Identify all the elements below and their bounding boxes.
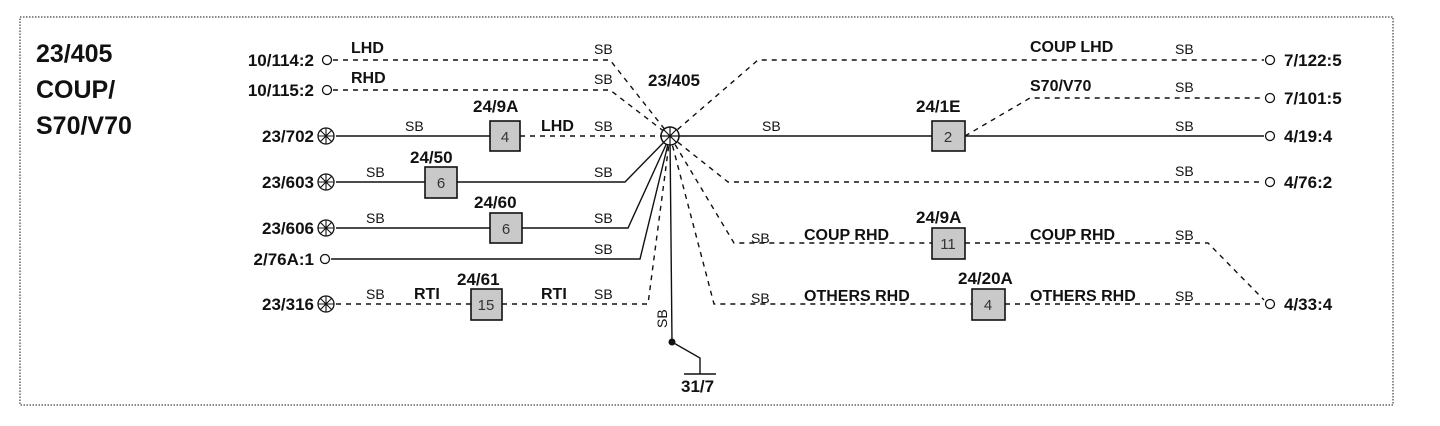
- fuse-number: 6: [502, 221, 510, 238]
- connector-23-316-label: 23/316: [262, 295, 314, 314]
- wire-note-rhd: RHD: [351, 70, 386, 87]
- connector-10-114-2-label: 10/114:2: [248, 51, 314, 70]
- fuse-label: 24/20A: [958, 269, 1013, 288]
- wire-note-rti: RTI: [414, 286, 440, 303]
- pin-icon: [1264, 130, 1276, 142]
- connector-2-76a-1-label: 2/76A:1: [254, 250, 314, 269]
- connector-4-76-2-label: 4/76:2: [1284, 173, 1332, 192]
- fuse-box: [424, 166, 458, 199]
- wire-color-label: SB: [1175, 288, 1194, 304]
- wire-note-coup-rhd: COUP RHD: [804, 227, 889, 244]
- fuse-box: [931, 227, 966, 260]
- wire-10-115: [333, 89, 671, 137]
- wire-7-101: [964, 97, 1264, 137]
- wire-note-others-rhd: OTHERS RHD: [1030, 288, 1136, 305]
- wire-note-coup-rhd: COUP RHD: [1030, 227, 1115, 244]
- splice-23-405-icon: [660, 126, 680, 146]
- fuse-label: 24/50: [410, 148, 453, 167]
- fuse-box: [489, 120, 521, 152]
- connector-7-101-5-label: 7/101:5: [1284, 89, 1342, 108]
- title-line-1: 23/405: [36, 40, 113, 68]
- wire-23-603: [336, 135, 671, 183]
- wire-color-label: SB: [594, 210, 613, 226]
- wire-23-316: [336, 135, 671, 305]
- fuse-number: 15: [478, 297, 495, 314]
- fuse-number: 6: [437, 175, 445, 192]
- pin-icon: [1264, 54, 1276, 66]
- wire-color-label: SB: [366, 210, 385, 226]
- wire-color-label: SB: [762, 118, 781, 134]
- splice-icon: [317, 173, 335, 191]
- wire-color-label: SB: [594, 71, 613, 87]
- fuse-number: 4: [501, 129, 509, 146]
- wire-color-label: SB: [1175, 118, 1194, 134]
- pin-icon: [319, 253, 331, 265]
- wire-color-label: SB: [751, 230, 770, 246]
- wire-color-label: SB: [366, 286, 385, 302]
- splice-icon: [317, 295, 335, 313]
- fuse-label: 24/61: [457, 270, 500, 289]
- connector-4-33-4-label: 4/33:4: [1284, 295, 1333, 314]
- wire-coup-rhd: [669, 135, 1265, 301]
- wire-color-label: SB: [405, 118, 424, 134]
- wire-color-label: SB: [594, 118, 613, 134]
- connector-23-606-label: 23/606: [262, 219, 314, 238]
- fuse-box: [489, 212, 523, 244]
- wire-color-label: SB: [1175, 227, 1194, 243]
- title-line-2: COUP/: [36, 76, 116, 104]
- fuse-label: 24/9A: [916, 208, 961, 227]
- splice-icon: [317, 219, 335, 237]
- wire-color-label: SB: [1175, 79, 1194, 95]
- fuse-label: 24/1E: [916, 97, 960, 116]
- fuse-box: [931, 120, 966, 152]
- wire-4-76: [669, 135, 1264, 183]
- wire-note-others-rhd: OTHERS RHD: [804, 288, 910, 305]
- wire-color-label: SB: [1175, 163, 1194, 179]
- wire-color-label: SB: [1175, 41, 1194, 57]
- diagram-title: 23/405 COUP/ S70/V70: [36, 36, 132, 144]
- wire-note-s70-v70: S70/V70: [1030, 78, 1091, 95]
- fuse-label: 24/60: [474, 193, 517, 212]
- connector-23-603-label: 23/603: [262, 173, 314, 192]
- wire-note-lhd: LHD: [541, 118, 574, 135]
- wire-23-606: [336, 135, 671, 229]
- connector-4-19-4-label: 4/19:4: [1284, 127, 1333, 146]
- diagram-frame: [19, 16, 1394, 406]
- wire-others-rhd: [669, 135, 1264, 305]
- pin-icon: [321, 54, 333, 66]
- title-line-3: S70/V70: [36, 112, 132, 140]
- fuse-label: 24/9A: [473, 97, 518, 116]
- hub-label: 23/405: [648, 71, 700, 90]
- fuse-number: 4: [984, 297, 992, 314]
- connector-23-702-label: 23/702: [262, 127, 314, 146]
- wire-note-lhd: LHD: [351, 40, 384, 57]
- ground-label: 31/7: [681, 377, 714, 396]
- wire-color-label: SB: [594, 241, 613, 257]
- ground-wire-label: SB: [654, 309, 670, 328]
- wire-color-label: SB: [751, 290, 770, 306]
- fuse-box: [971, 288, 1006, 321]
- pin-icon: [1264, 176, 1276, 188]
- wire-note-rti: RTI: [541, 286, 567, 303]
- wire-color-label: SB: [594, 41, 613, 57]
- wire-ground: [669, 135, 701, 374]
- wire-2-76a: [331, 135, 671, 260]
- connector-10-115-2-label: 10/115:2: [248, 81, 314, 100]
- wire-10-114: [333, 59, 671, 137]
- wire-color-label: SB: [366, 164, 385, 180]
- splice-icon: [317, 127, 335, 145]
- connector-7-122-5-label: 7/122:5: [1284, 51, 1342, 70]
- wire-color-label: SB: [594, 164, 613, 180]
- wire-note-coup-lhd: COUP LHD: [1030, 39, 1113, 56]
- fuse-number: 2: [944, 129, 952, 146]
- fuse-number: 11: [940, 236, 956, 253]
- ground-junction-dot: [668, 338, 676, 346]
- pin-icon: [1264, 92, 1276, 104]
- fuse-box: [470, 288, 503, 321]
- pin-icon: [321, 84, 333, 96]
- pin-icon: [1264, 298, 1276, 310]
- wire-color-label: SB: [594, 286, 613, 302]
- wire-7-122: [669, 59, 1264, 137]
